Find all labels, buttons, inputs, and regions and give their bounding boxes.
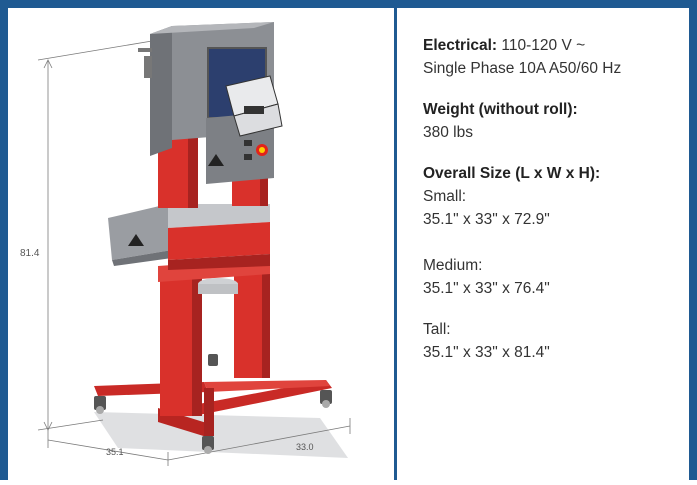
lower-columns xyxy=(158,258,270,416)
electrical-value-line2: Single Phase 10A A50/60 Hz xyxy=(423,60,622,77)
length-dimension-label: 35.1 xyxy=(106,447,124,457)
width-dimension-label: 33.0 xyxy=(296,442,314,452)
specs-panel: Electrical: 110-120 V ~ Single Phase 10A… xyxy=(397,8,689,480)
medium-value: 35.1" x 33" x 76.4" xyxy=(423,280,550,297)
weight-spec: Weight (without roll): 380 lbs xyxy=(423,98,578,144)
sealing-section xyxy=(108,204,270,270)
small-label: Small: xyxy=(423,188,467,205)
small-value: 35.1" x 33" x 72.9" xyxy=(423,211,550,228)
weight-label: Weight (without roll): xyxy=(423,101,578,118)
machine-illustration: 81.4 35.1 33.0 xyxy=(20,22,351,466)
tall-label: Tall: xyxy=(423,321,451,338)
medium-label: Medium: xyxy=(423,257,483,274)
tall-value: 35.1" x 33" x 81.4" xyxy=(423,344,550,361)
tall-spec: Tall: 35.1" x 33" x 81.4" xyxy=(423,318,550,364)
upper-housing xyxy=(138,22,283,184)
electrical-label: Electrical: xyxy=(423,37,498,54)
medium-spec: Medium: 35.1" x 33" x 76.4" xyxy=(423,254,550,300)
illustration-panel: 81.4 35.1 33.0 xyxy=(8,8,394,480)
electrical-value-line1: 110-120 V ~ xyxy=(501,37,586,54)
weight-value: 380 lbs xyxy=(423,124,473,141)
height-dimension-label: 81.4 xyxy=(20,248,40,259)
size-label: Overall Size (L x W x H): xyxy=(423,165,601,182)
electrical-spec: Electrical: 110-120 V ~ Single Phase 10A… xyxy=(423,34,621,80)
height-dimension-line xyxy=(37,39,159,431)
size-spec: Overall Size (L x W x H): Small: 35.1" x… xyxy=(423,162,600,231)
base-dimension-lines xyxy=(47,418,351,466)
